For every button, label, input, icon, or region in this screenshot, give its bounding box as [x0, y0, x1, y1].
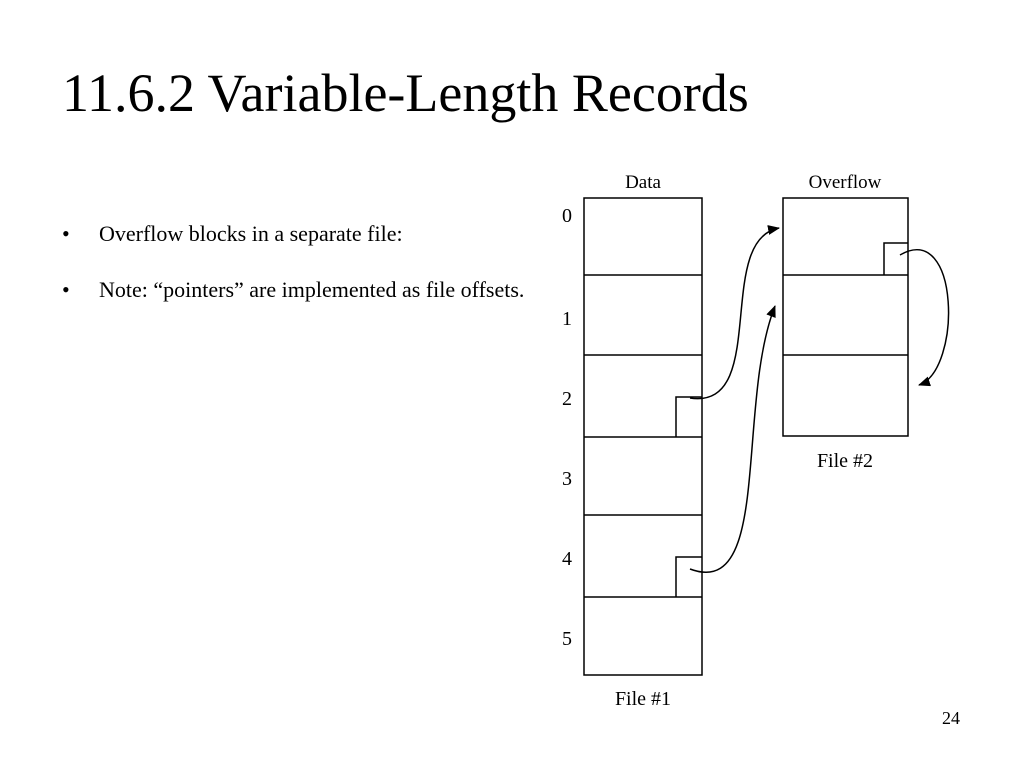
- data-file: [583, 197, 703, 676]
- block-label-2: 2: [562, 388, 572, 410]
- block-label-5: 5: [562, 628, 572, 650]
- overflow-file: [782, 197, 909, 437]
- bullet-item: • Overflow blocks in a separate file:: [62, 222, 532, 246]
- data-file-caption: File #1: [615, 688, 671, 710]
- slide-number: 24: [942, 708, 960, 728]
- bullet-marker: •: [62, 221, 70, 246]
- pointer-arrow-block2-to-overflow: [689, 225, 780, 400]
- pointer-slot-block-2: [675, 396, 702, 437]
- overflow-file-outline: [782, 197, 909, 437]
- pointer-arrow-overflow-chain: [899, 249, 950, 387]
- bullet-text: Note: “pointers” are implemented as file…: [99, 277, 525, 302]
- bullet-text: Overflow blocks in a separate file:: [99, 221, 403, 246]
- overflow-file-caption: File #2: [817, 450, 873, 472]
- block-label-0: 0: [562, 205, 572, 227]
- pointer-arrow-block4-to-overflow: [689, 305, 776, 573]
- data-file-header: Data: [625, 172, 661, 193]
- block-label-3: 3: [562, 468, 572, 490]
- bullet-marker: •: [62, 277, 70, 302]
- slide-title: 11.6.2 Variable-Length Records: [62, 63, 749, 123]
- pointer-slot-block-4: [675, 556, 702, 597]
- overflow-file-header: Overflow: [809, 172, 882, 193]
- block-label-1: 1: [562, 308, 572, 330]
- bullet-list: • Overflow blocks in a separate file: • …: [62, 222, 532, 334]
- pointer-slot-overflow-block-0: [883, 242, 908, 275]
- bullet-item: • Note: “pointers” are implemented as fi…: [62, 278, 532, 302]
- block-label-4: 4: [562, 548, 572, 570]
